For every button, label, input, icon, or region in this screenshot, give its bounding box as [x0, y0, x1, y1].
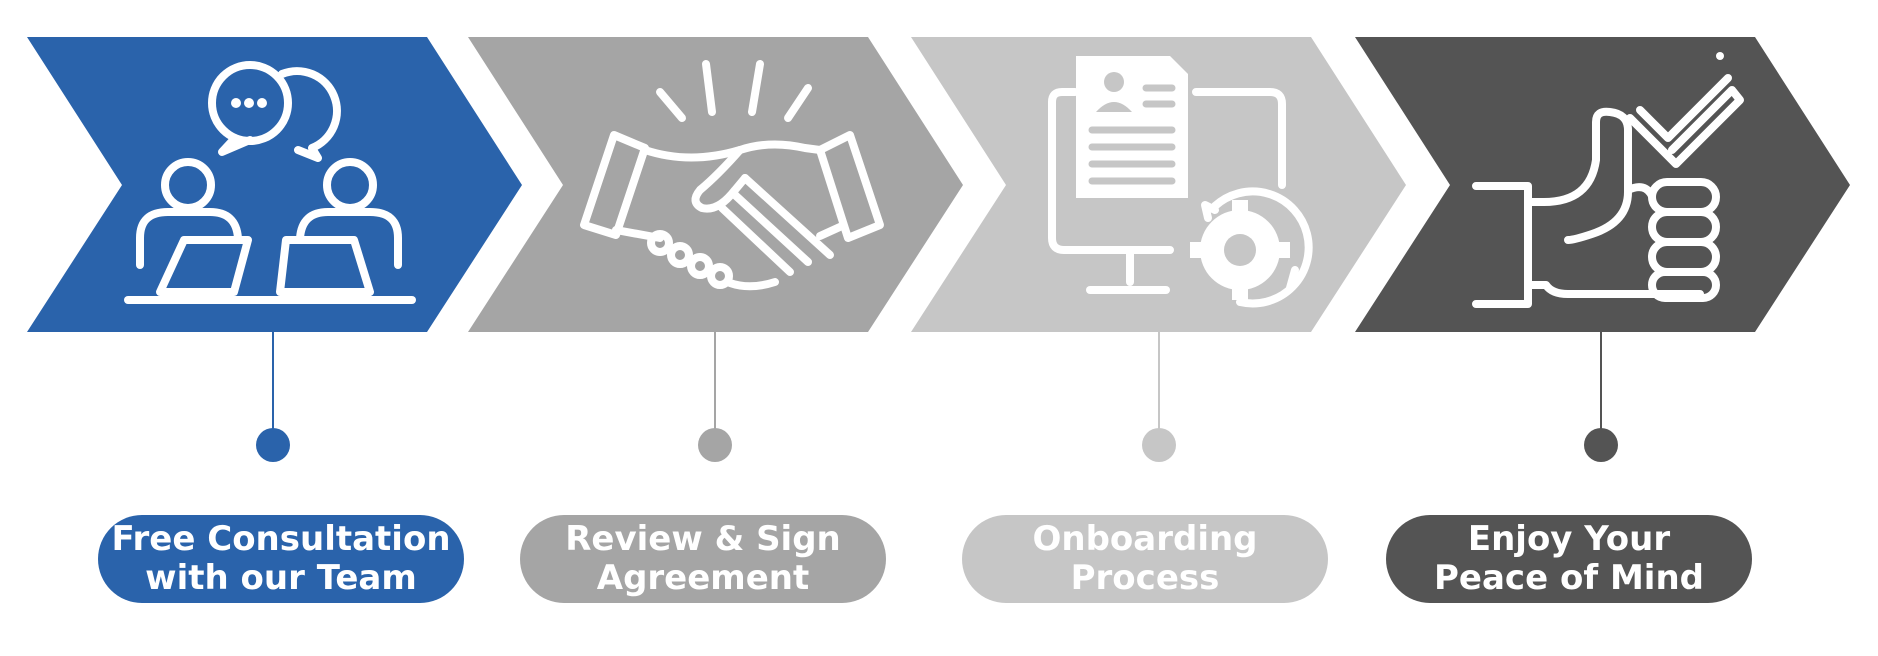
- step-4-label: Enjoy Your Peace of Mind: [1386, 515, 1752, 603]
- onboarding-monitor-icon: [1048, 56, 1313, 308]
- step-1-connector-line: [272, 332, 274, 444]
- step-1-label: Free Consultation with our Team: [98, 515, 464, 603]
- step-2-chevron: [468, 37, 963, 332]
- step-3-label-line-2: Process: [1070, 558, 1220, 598]
- step-3-label-line-1: Onboarding: [1032, 519, 1258, 559]
- consultation-icon: [124, 61, 416, 304]
- step-1-label-line-2: with our Team: [145, 558, 417, 598]
- step-4-label-line-2: Peace of Mind: [1434, 558, 1704, 598]
- handshake-icon: [580, 60, 884, 291]
- step-4-label-line-1: Enjoy Your: [1467, 519, 1671, 559]
- step-2-connector-line: [714, 332, 716, 444]
- step-3-marker-dot: [1142, 428, 1176, 462]
- step-1-marker-dot: [256, 428, 290, 462]
- step-3-connector-line: [1158, 332, 1160, 444]
- step-4-marker-dot: [1584, 428, 1618, 462]
- step-2-label-line-1: Review & Sign: [565, 519, 841, 559]
- step-1-label-line-1: Free Consultation: [111, 519, 451, 559]
- step-3-label: Onboarding Process: [962, 515, 1328, 603]
- step-2-label-line-2: Agreement: [596, 558, 810, 598]
- step-4-connector-line: [1600, 332, 1602, 444]
- thumbs-up-icon: [1472, 52, 1744, 308]
- step-2-marker-dot: [698, 428, 732, 462]
- step-2-label: Review & Sign Agreement: [520, 515, 886, 603]
